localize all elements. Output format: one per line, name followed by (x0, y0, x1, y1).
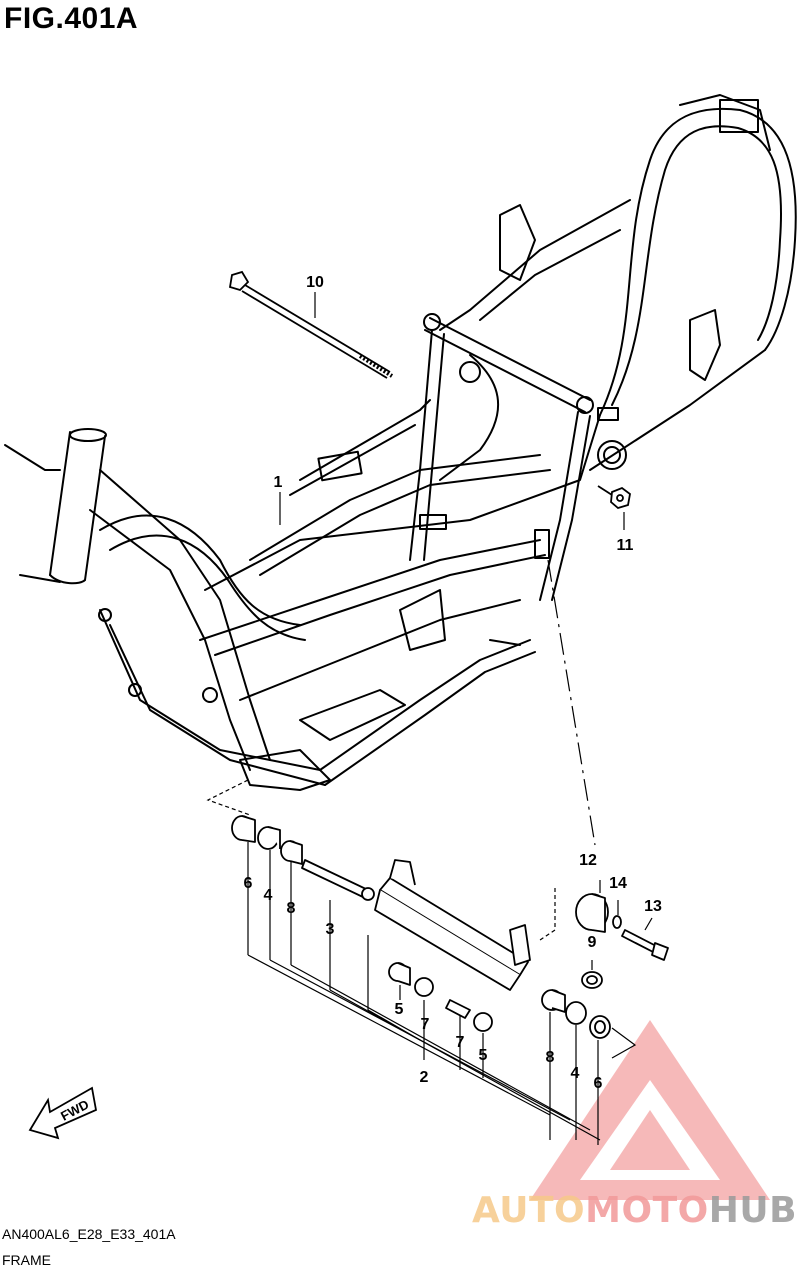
frame-bolt-10 (228, 270, 394, 379)
callout-5-right: 5 (478, 1047, 488, 1064)
figure-title: FIG.401A (4, 2, 139, 35)
callout-14: 14 (609, 875, 627, 892)
callout-7-left: 7 (420, 1016, 430, 1033)
callout-6-left: 6 (243, 875, 253, 892)
callout-4-left: 4 (263, 887, 273, 904)
callout-8-left: 8 (286, 900, 296, 917)
watermark-part-auto: AUTO (472, 1190, 586, 1231)
nut-11 (597, 485, 631, 510)
watermark-part-moto: MOTO (585, 1190, 709, 1231)
callout-8-right: 8 (545, 1049, 555, 1066)
engine-mount-assembly (231, 815, 669, 1039)
callout-4-right: 4 (570, 1065, 580, 1082)
callout-2: 2 (419, 1069, 429, 1086)
callout-12: 12 (579, 852, 597, 869)
watermark-text: AUTOMOTOHUB (472, 1190, 797, 1231)
callout-5-left: 5 (394, 1001, 404, 1018)
callout-1: 1 (273, 474, 283, 491)
callout-9: 9 (587, 934, 597, 951)
main-frame (4, 94, 797, 791)
watermark-logo (530, 1020, 770, 1200)
fwd-arrow-icon (28, 1086, 98, 1140)
callout-10: 10 (306, 274, 324, 291)
diagram-caption: FRAME (2, 1252, 51, 1268)
callout-7-right: 7 (455, 1034, 465, 1051)
callout-6-right: 6 (593, 1075, 603, 1092)
callout-3: 3 (325, 921, 335, 938)
callout-13: 13 (644, 898, 662, 915)
watermark-part-hub: HUB (708, 1190, 798, 1231)
leader-lines (206, 292, 653, 1145)
callout-11: 11 (616, 537, 634, 554)
diagram-code: AN400AL6_E28_E33_401A (2, 1226, 176, 1242)
